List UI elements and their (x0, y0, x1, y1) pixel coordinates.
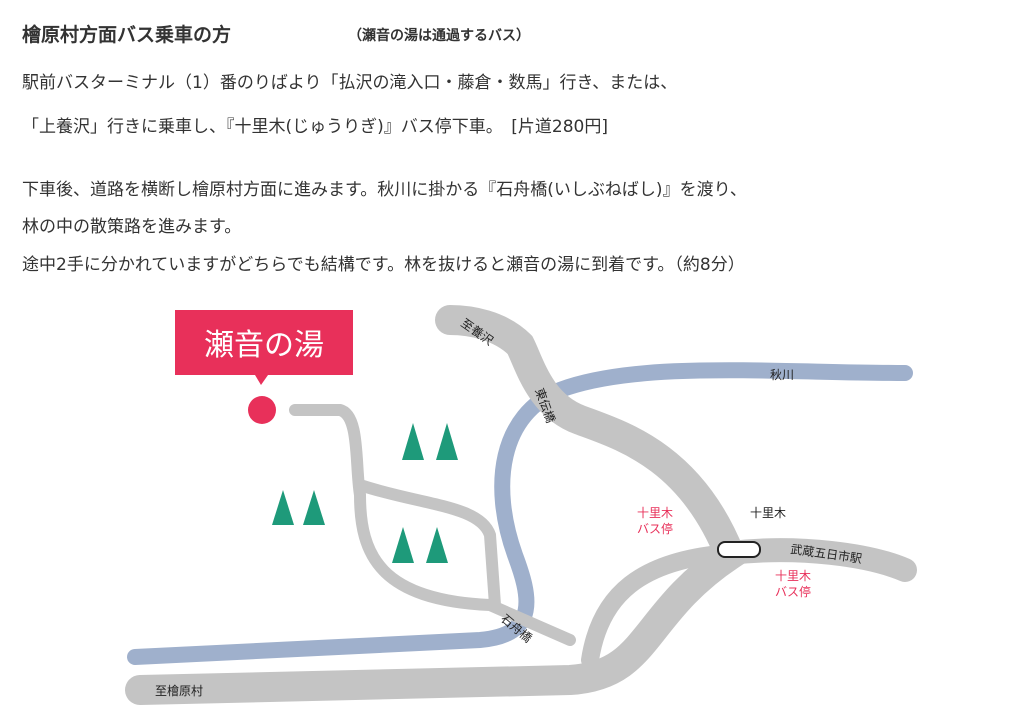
junction-label: 十里木 (750, 506, 786, 520)
paragraph: 「上養沢」行きに乗車し、『十里木(じゅうりぎ)』バス停下車。 [片道280円] (22, 117, 608, 137)
bus-stop-label: 十里木 (637, 506, 673, 520)
bus-stop-label: 十里木 (775, 569, 811, 583)
destination-label-box (175, 310, 353, 375)
tree-icons (272, 423, 458, 563)
destination-marker (248, 396, 276, 424)
to-hinohara-label: 至檜原村 (155, 683, 203, 698)
destination-label: 瀬音の湯 (204, 328, 324, 363)
bus-stop-label: バス停 (637, 521, 673, 536)
paragraph: 林の中の散策路を進みます。 (22, 217, 242, 237)
river-akigawa (127, 362, 913, 665)
traffic-light-icon (717, 541, 761, 558)
access-map: 瀬音の湯 秋川 至養沢 東伝橋 石舟橋 十里木 十里木 バス停 十里木 バス停 … (125, 305, 917, 705)
road-main (125, 305, 749, 705)
bus-stop-label: バス停 (775, 584, 811, 599)
path-trail (289, 404, 576, 646)
paragraph: 下車後、道路を横断し檜原村方面に進みます。秋川に掛かる『石舟橋(いしぶねばし)』… (22, 180, 747, 200)
river-label: 秋川 (770, 368, 794, 382)
road-branch (581, 544, 739, 669)
paragraph: 駅前バスターミナル（1）番のりばより「払沢の滝入口・藤倉・数馬」行き、または、 (22, 73, 678, 93)
paragraph: 途中2手に分かれていますがどちらでも結構です。林を抜けると瀬音の湯に到着です。（… (22, 255, 745, 275)
page-title: 檜原村方面バス乗車の方 (22, 24, 232, 46)
page-subtitle: （瀬音の湯は通過するバス） (348, 28, 530, 44)
